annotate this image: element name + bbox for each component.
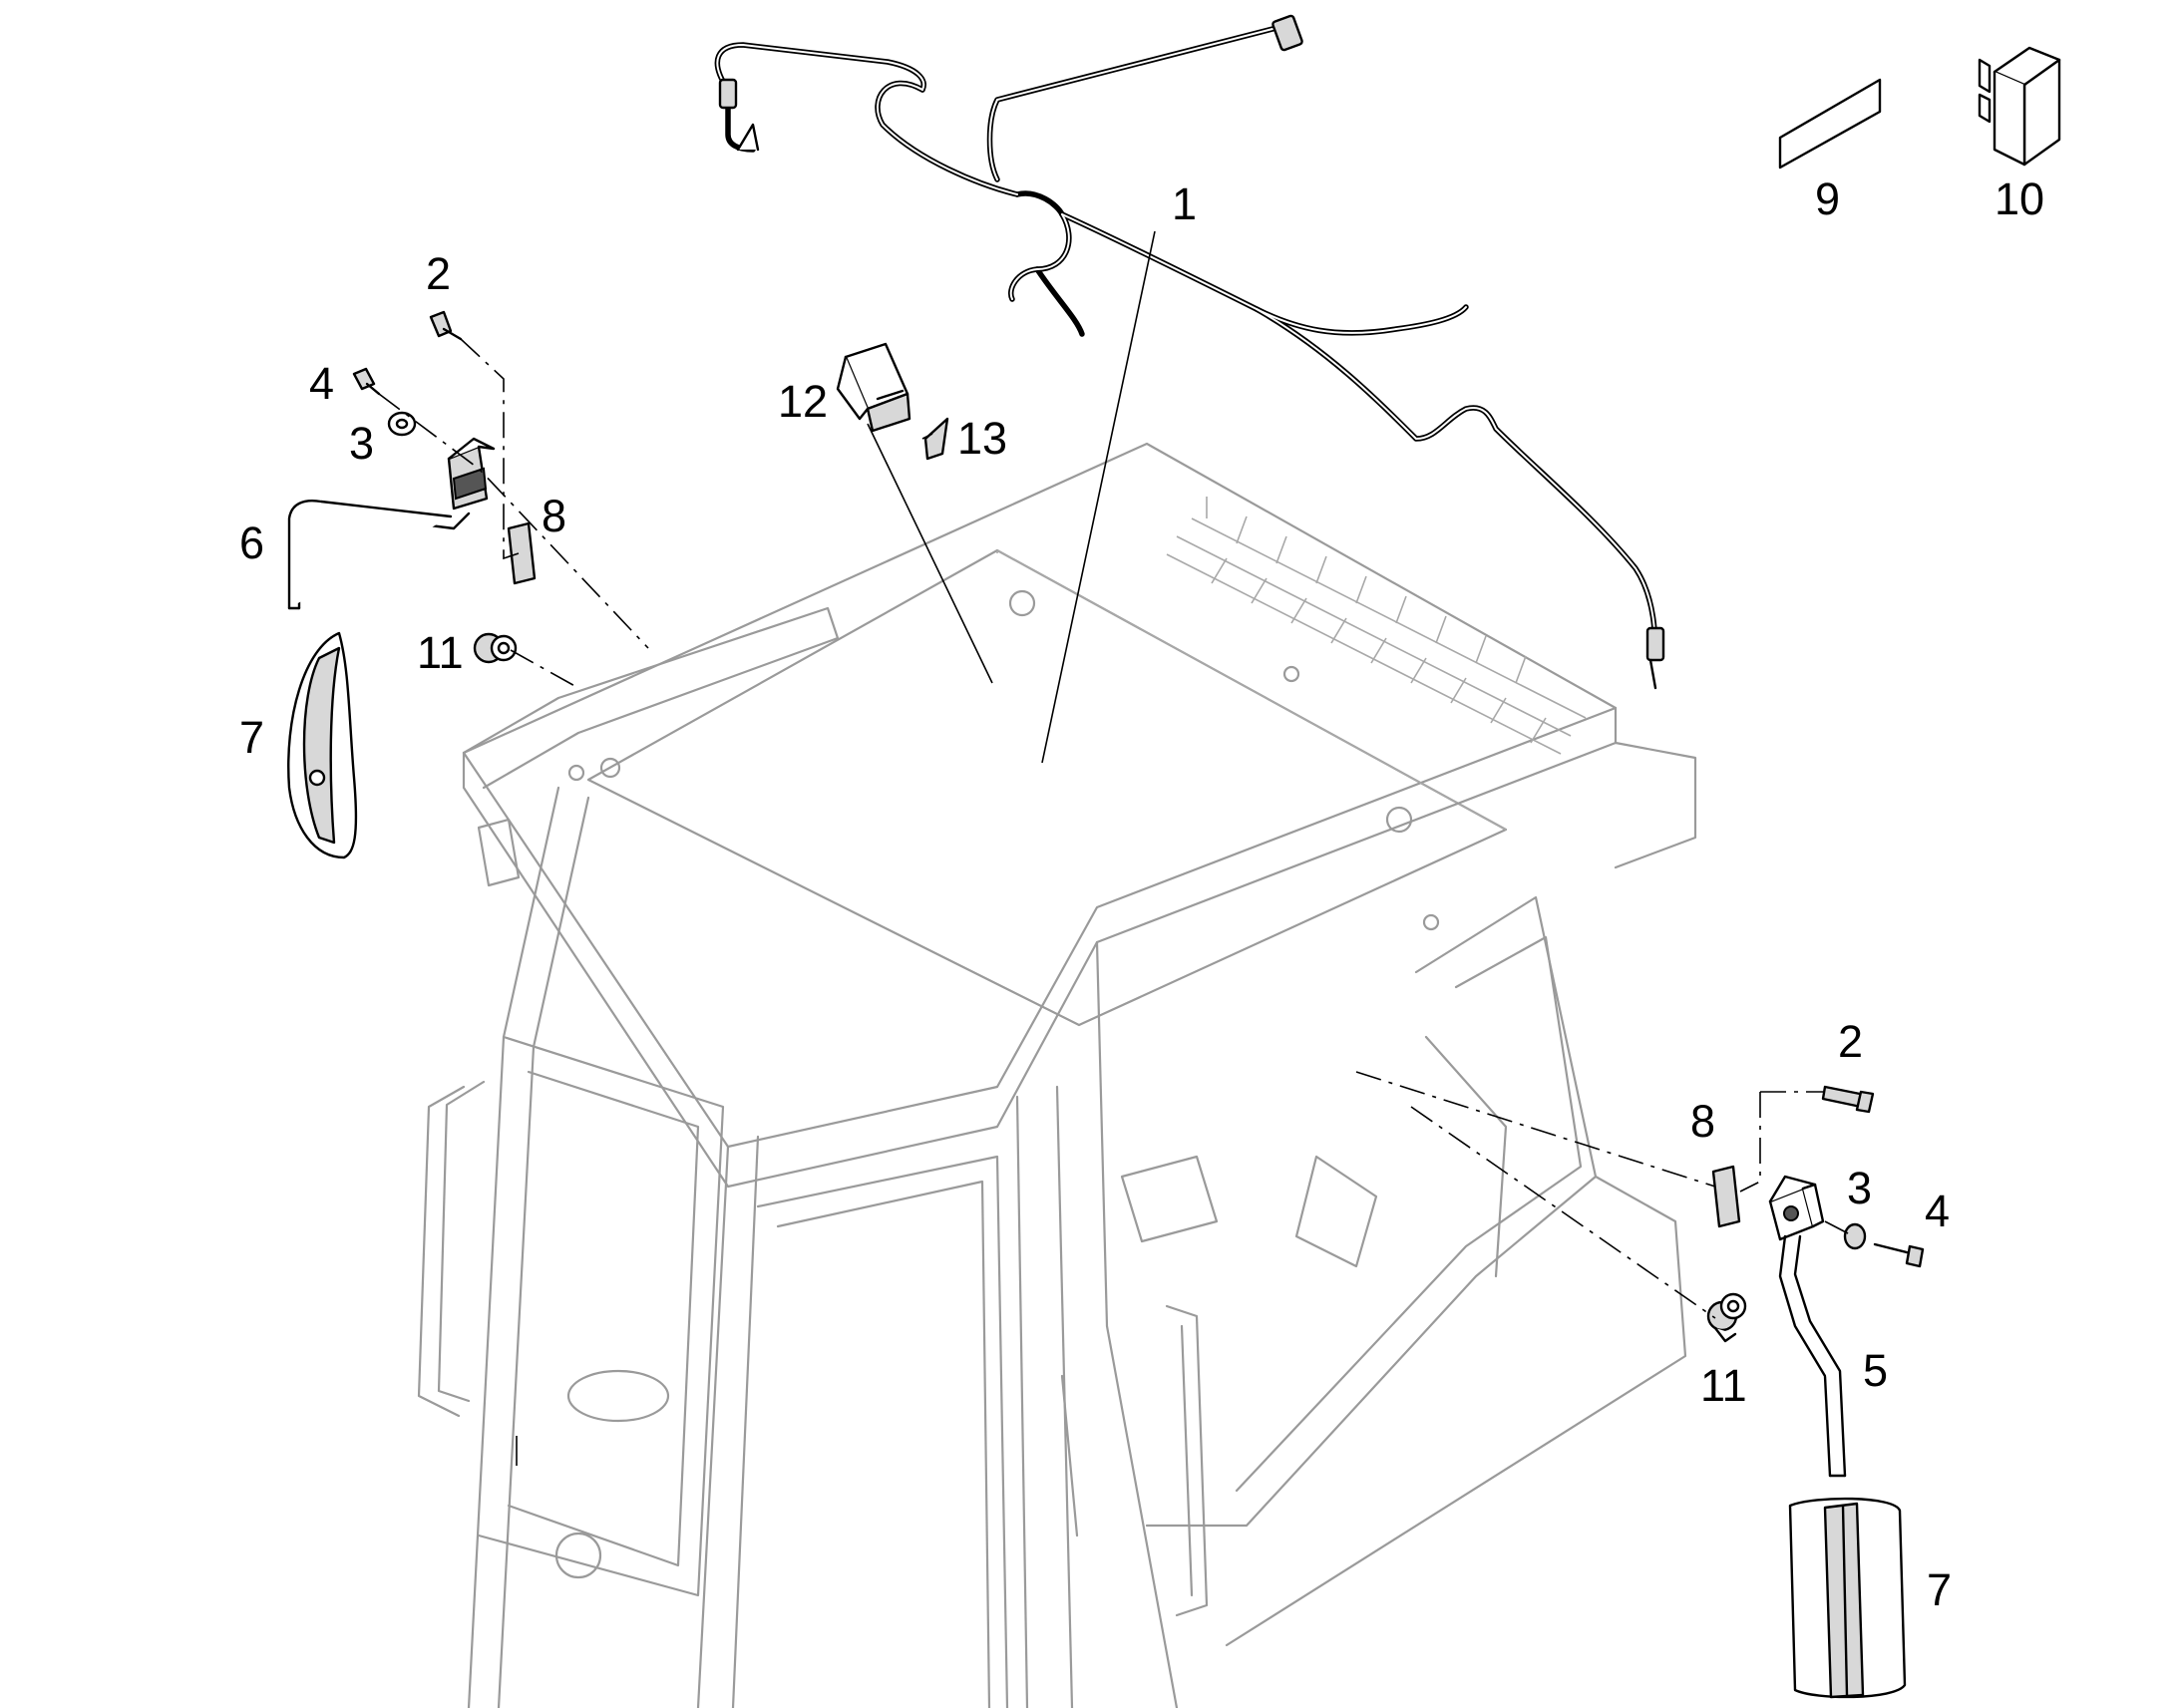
callout-7-right: 7: [1927, 1564, 1952, 1615]
roof-vent-grid: [1166, 497, 1587, 755]
callout-13: 13: [957, 413, 1007, 464]
callout-4-left: 4: [309, 358, 334, 409]
left-mirror-assembly: [287, 310, 537, 859]
callout-10: 10: [1995, 173, 2044, 224]
callout-9: 9: [1815, 173, 1840, 224]
washer-right: [1843, 1222, 1867, 1250]
callout-6: 6: [239, 517, 264, 568]
callout-1: 1: [1172, 178, 1197, 229]
screw-left: [352, 367, 376, 391]
right-mirror-assembly: [1706, 1085, 1925, 1699]
cab-outline: [417, 442, 1697, 1708]
callout-5: 5: [1863, 1345, 1888, 1396]
callout-4-right: 4: [1925, 1186, 1950, 1236]
mirror-arm-right: [1778, 1234, 1832, 1478]
label-decal: [1778, 78, 1882, 170]
callout-7-left: 7: [239, 712, 264, 763]
switch-clip: [923, 417, 949, 461]
bracket-left: [507, 521, 537, 585]
callout-11-left: 11: [417, 627, 464, 678]
leader-lines: [516, 230, 1156, 1466]
bracket-right: [1711, 1165, 1741, 1228]
wiring-harness: [714, 14, 1665, 690]
cable-clip-left: [473, 632, 518, 664]
callout-8-left: 8: [542, 491, 566, 541]
fuse-relay: [1978, 46, 2061, 167]
assembly-lines: [378, 338, 1851, 1319]
rocker-switch: [836, 342, 911, 433]
callout-3-left: 3: [349, 418, 374, 469]
callout-2-left: 2: [426, 248, 451, 299]
callout-8-right: 8: [1690, 1096, 1715, 1147]
callout-12: 12: [778, 376, 828, 427]
cable-clip-right: [1706, 1292, 1747, 1343]
callout-11-right: 11: [1700, 1360, 1747, 1411]
callout-2-right: 2: [1838, 1016, 1863, 1067]
callout-3-right: 3: [1847, 1163, 1872, 1213]
callout-labels: 1 2 4 3 6 8 11 7 12 13 9 10 2 8 3 4 11 5…: [239, 173, 2044, 1615]
